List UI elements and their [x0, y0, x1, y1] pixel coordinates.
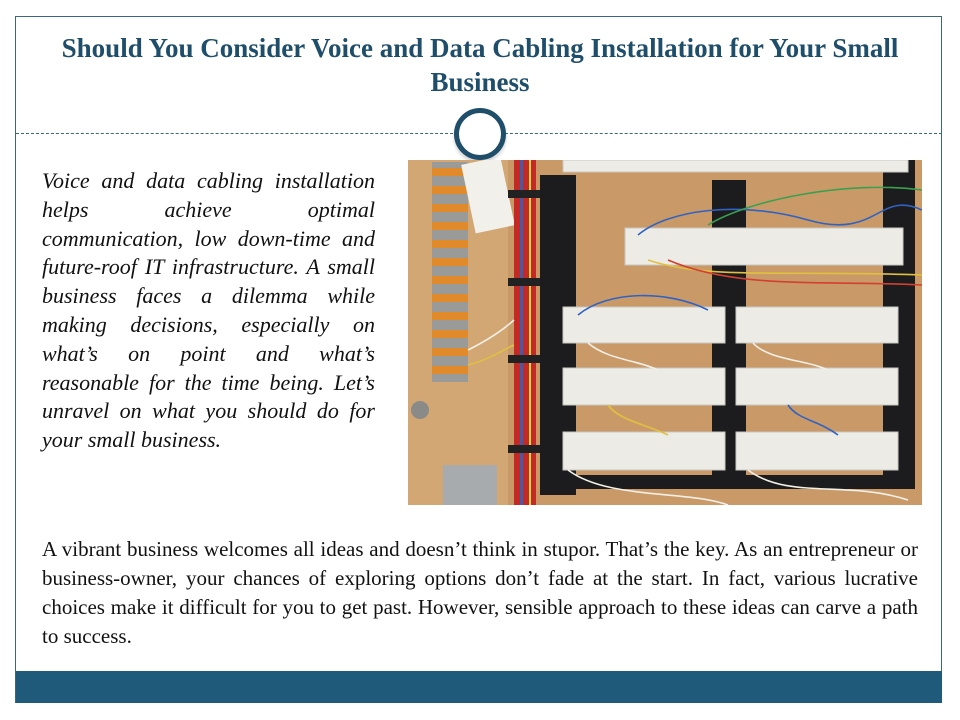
circle-ornament-icon: [454, 108, 506, 160]
footer-bar: [16, 671, 942, 703]
page-title: Should You Consider Voice and Data Cabli…: [61, 33, 899, 97]
body-paragraph: A vibrant business welcomes all ideas an…: [42, 537, 918, 648]
cabling-panel-photo: [408, 160, 922, 505]
intro-paragraph: Voice and data cabling installation help…: [42, 168, 375, 453]
